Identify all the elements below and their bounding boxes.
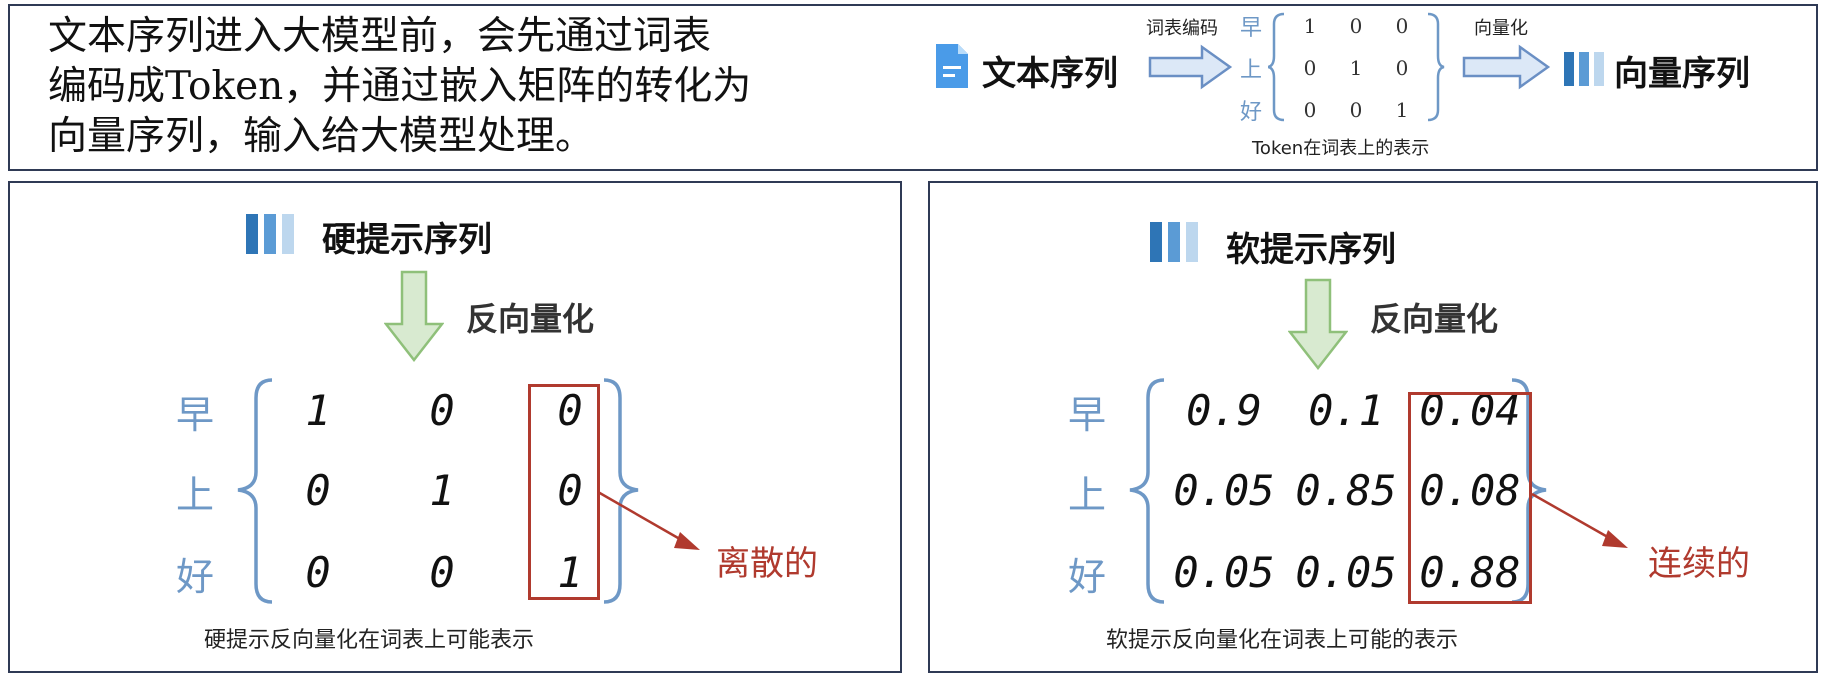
- soft-matrix-cell: 0.05: [1295, 548, 1397, 597]
- hard-matrix-cell: 0: [429, 548, 455, 597]
- soft-matrix-cell: 0.85: [1295, 466, 1397, 515]
- vector-bars-icon: [246, 214, 294, 254]
- intro-line-1: 文本序列进入大模型前，会先通过词表: [48, 14, 712, 59]
- hard-highlight-label: 离散的: [716, 544, 818, 584]
- row-label-shang: 上: [1240, 58, 1263, 83]
- hard-dequant-label: 反向量化: [466, 300, 595, 338]
- hard-row-shang: 上: [176, 473, 215, 517]
- matrix-cell: 1: [1395, 98, 1409, 122]
- hard-matrix-cell: 1: [557, 548, 583, 597]
- encode-label: 词表编码: [1146, 18, 1218, 39]
- row-label-zao: 早: [1240, 16, 1263, 41]
- intro-line-3: 向量序列，输入给大模型处理。: [48, 114, 595, 159]
- hard-title: 硬提示序列: [322, 220, 492, 260]
- small-matrix-brackets: [1268, 12, 1445, 122]
- soft-row-shang: 上: [1068, 473, 1107, 517]
- soft-row-zao: 早: [1068, 393, 1107, 437]
- soft-highlight-box: [1408, 392, 1532, 604]
- vectorize-arrow-icon: [1462, 44, 1551, 90]
- soft-highlight-label: 连续的: [1648, 544, 1750, 584]
- soft-title: 软提示序列: [1226, 230, 1396, 270]
- intro-line-2: 编码成Token，并通过嵌入矩阵的转化为: [48, 64, 752, 109]
- hard-matrix-brackets: [237, 378, 639, 604]
- hard-matrix-cell: 1: [305, 386, 331, 435]
- hard-matrix-cell: 0: [305, 466, 331, 515]
- soft-dequant-label: 反向量化: [1370, 300, 1499, 338]
- hard-prompt-panel: [8, 181, 902, 673]
- soft-matrix-cell: 0.05: [1173, 548, 1275, 597]
- matrix-cell: 1: [1303, 14, 1317, 38]
- hard-highlight-box: [528, 384, 600, 600]
- soft-matrix-cell: 0.88: [1419, 548, 1521, 597]
- soft-matrix-cell: 0.08: [1419, 466, 1521, 515]
- matrix-cell: 0: [1303, 56, 1317, 80]
- token-matrix-caption: Token在词表上的表示: [1252, 138, 1430, 159]
- hard-matrix-cell: 0: [557, 386, 583, 435]
- vector-bars-icon: [1564, 52, 1604, 86]
- matrix-cell: 1: [1349, 56, 1363, 80]
- down-arrow-icon: [384, 270, 444, 362]
- hard-matrix-cell: 0: [305, 548, 331, 597]
- matrix-cell: 0: [1303, 98, 1317, 122]
- encode-arrow-icon: [1148, 44, 1233, 90]
- vector-bars-icon: [1150, 222, 1198, 262]
- hard-pointer-arrow: [597, 490, 700, 550]
- document-icon: [936, 44, 968, 88]
- soft-matrix-brackets: [1129, 378, 1547, 604]
- soft-matrix-cell: 0.9: [1186, 386, 1262, 435]
- soft-matrix-cell: 0.1: [1308, 386, 1384, 435]
- hard-caption: 硬提示反向量化在词表上可能表示: [204, 628, 535, 653]
- soft-prompt-panel: [928, 181, 1818, 673]
- soft-matrix-cell: 0.05: [1173, 466, 1275, 515]
- hard-matrix-cell: 1: [429, 466, 455, 515]
- vectorize-label: 向量化: [1474, 18, 1528, 39]
- vector-sequence-label: 向量序列: [1614, 54, 1750, 94]
- row-label-hao: 好: [1240, 100, 1263, 125]
- matrix-cell: 0: [1395, 56, 1409, 80]
- hard-row-hao: 好: [176, 555, 215, 599]
- hard-row-zao: 早: [176, 393, 215, 437]
- matrix-cell: 0: [1349, 14, 1363, 38]
- matrix-cell: 0: [1349, 98, 1363, 122]
- intro-panel: [8, 4, 1818, 171]
- text-sequence-label: 文本序列: [982, 54, 1118, 94]
- soft-caption: 软提示反向量化在词表上可能的表示: [1106, 628, 1459, 653]
- soft-pointer-arrow: [1531, 492, 1628, 548]
- hard-matrix-cell: 0: [557, 466, 583, 515]
- soft-row-hao: 好: [1068, 555, 1107, 599]
- matrix-cell: 0: [1395, 14, 1409, 38]
- hard-matrix-cell: 0: [429, 386, 455, 435]
- down-arrow-icon: [1288, 278, 1348, 370]
